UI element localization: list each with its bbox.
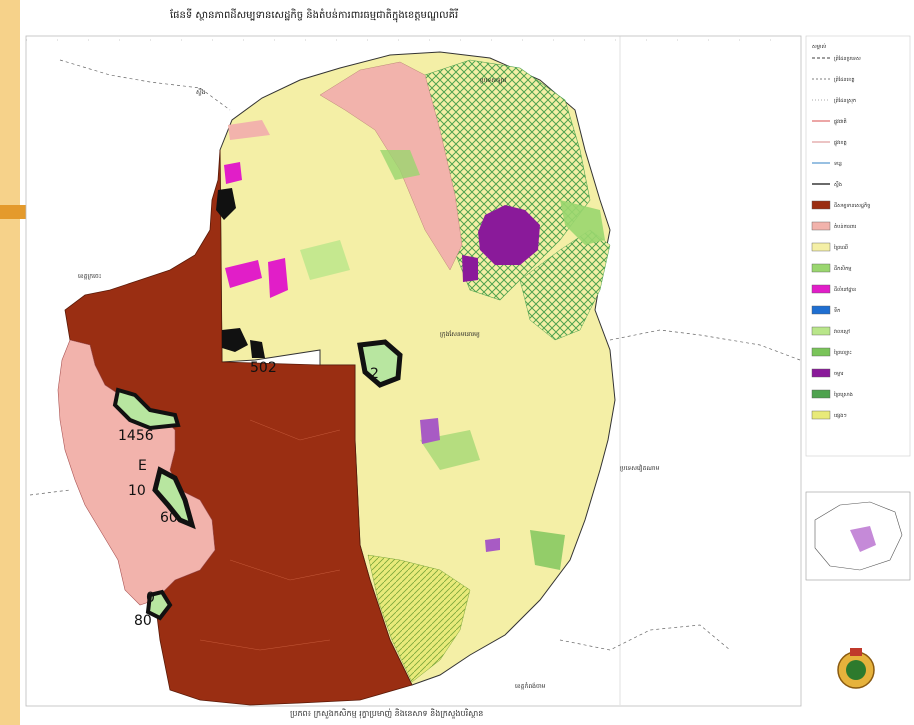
- legend-swatch-13: [811, 326, 831, 336]
- label-stung: ស្ទឹង: [196, 88, 206, 96]
- area-number-d: 60: [160, 510, 178, 526]
- bordered-area-0: [145, 589, 173, 621]
- area-number-c: 10: [128, 483, 146, 499]
- legend-label-12: ទឹក: [834, 307, 840, 314]
- area-number-b: E: [138, 458, 147, 474]
- purple-concession-4: [485, 538, 500, 552]
- slide-side-bar: [0, 0, 20, 725]
- district-line-1: [249, 419, 341, 441]
- district-line-2: [229, 559, 341, 581]
- legend-label-13: វាលស្មៅ: [834, 328, 850, 335]
- inset-country: [814, 501, 903, 571]
- legend-swatch-15: [811, 368, 831, 378]
- district-line-3: [199, 639, 331, 651]
- protected-area-north: [319, 61, 463, 271]
- magenta-patch-1: [225, 260, 262, 288]
- magenta-patch-2: [268, 258, 288, 298]
- legend-heading: សម្គាល់: [812, 43, 827, 50]
- bordered-area-10: [152, 466, 196, 530]
- legend-label-2: ព្រំដែនស្រុក: [834, 97, 856, 104]
- green-patch-4: [300, 240, 350, 280]
- legend-swatch-17: [811, 410, 831, 420]
- locator-inset: [805, 491, 911, 581]
- legend-swatch-10: [811, 263, 831, 273]
- label-west-country: ខេត្តក្រចេះ: [78, 273, 101, 280]
- legend-label-4: ផ្លូវខេត្ត: [834, 140, 847, 147]
- bordered-area-502a: [222, 328, 248, 352]
- green-patch-5: [530, 530, 565, 570]
- bordered-area-1456: [112, 387, 181, 431]
- green-patch-3: [380, 150, 420, 180]
- slide-side-accent: [0, 205, 26, 219]
- area-number-e: 0: [146, 590, 155, 606]
- emblem-crown: [850, 648, 862, 656]
- legend-swatch-12: [811, 305, 831, 315]
- international-boundary-north: [59, 59, 231, 111]
- bordered-area-2: [357, 339, 403, 388]
- ministry-emblem: [837, 648, 875, 689]
- pink-strip: [228, 120, 270, 140]
- legend-items: ព្រំដែនប្រទេសព្រំដែនខេត្តព្រំដែនស្រុកផ្ល…: [811, 55, 870, 420]
- purple-concession-1: [478, 205, 540, 265]
- purple-concession-3: [420, 418, 440, 444]
- map-frame: [25, 35, 802, 707]
- boundary-west: [29, 489, 71, 496]
- map-caption: ប្រភព៖ ក្រសួងកសិកម្ម រុក្ខាប្រមាញ់ និងនេ…: [290, 709, 484, 718]
- area-number-f: 80: [134, 613, 152, 629]
- label-north-country: ប្រទេសឡាវ: [480, 77, 506, 84]
- legend-swatch-9: [811, 242, 831, 252]
- legend-swatch-11: [811, 284, 831, 294]
- label-south-province: ខេត្តកំពង់ចាម: [515, 682, 546, 690]
- green-patch-1: [560, 200, 605, 245]
- legend-label-5: ទន្លេ: [834, 161, 842, 167]
- legend-label-1: ព្រំដែនខេត្ត: [834, 76, 855, 83]
- legend-label-8: តំបន់ការពារ: [834, 223, 857, 230]
- legend-swatch-16: [811, 389, 831, 399]
- label-east-country: ប្រទេសវៀតណាម: [620, 464, 660, 472]
- legend-label-17: ផ្សេងៗ: [834, 413, 847, 419]
- legend-label-7: ដីសម្បទានសេដ្ឋកិច្ច: [834, 202, 870, 209]
- forest-patch-east: [519, 229, 611, 341]
- legend-label-14: ព្រៃល្បោះ: [833, 349, 852, 356]
- legend-label-0: ព្រំដែនប្រទេស: [834, 55, 861, 62]
- legend-label-15: ចម្ការ: [834, 371, 844, 377]
- legend: សម្គាល់ ព្រំដែនប្រទេសព្រំដែនខេត្តព្រំដែន…: [805, 35, 911, 457]
- purple-concession-2: [462, 255, 478, 282]
- legend-label-9: ព្រៃឈើ: [833, 244, 848, 251]
- map-title: ផែនទី ស្ថានភាពដីសម្បទានសេដ្ឋកិច្ច និងតំប…: [170, 10, 459, 21]
- bordered-area-north: [216, 188, 236, 220]
- international-boundary-east: [609, 329, 801, 361]
- legend-swatch-14: [811, 347, 831, 357]
- area-number-g: 502: [250, 360, 277, 376]
- area-number-h: 2: [370, 366, 379, 382]
- magenta-patch-3: [224, 162, 242, 184]
- emblem-center: [846, 660, 866, 680]
- legend-label-6: ស្ទឹង: [834, 181, 842, 188]
- boundary-south: [559, 624, 731, 651]
- legend-label-16: ព្រៃស្រោង: [833, 391, 853, 398]
- label-center-town: ក្រុងសែនមនោរម្យ: [440, 330, 480, 338]
- legend-swatch-7: [811, 200, 831, 210]
- area-number-a: 1456: [118, 428, 154, 444]
- legend-label-11: ដីលំនៅដ្ឋាន: [834, 286, 856, 293]
- protected-area-south: [367, 554, 471, 683]
- legend-label-3: ផ្លូវជាតិ: [834, 118, 847, 126]
- inset-province-highlight: [850, 526, 876, 552]
- bordered-area-502b: [250, 340, 265, 358]
- legend-swatch-8: [811, 221, 831, 231]
- legend-label-10: ដីកសិកម្ម: [834, 265, 851, 272]
